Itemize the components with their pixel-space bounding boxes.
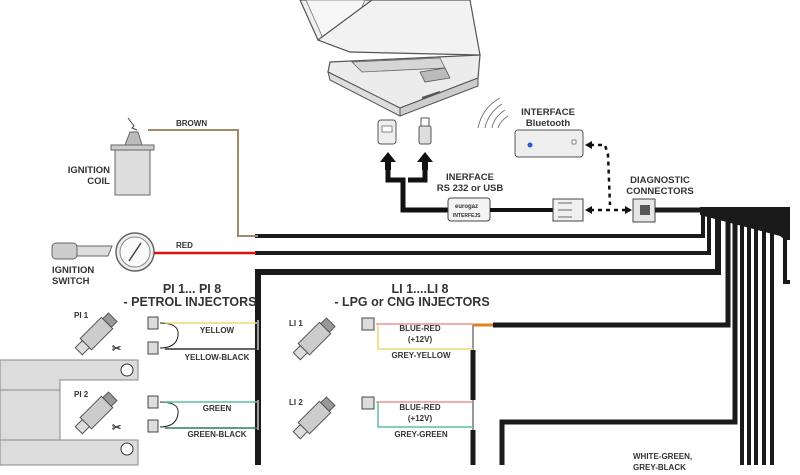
ignition-coil-icon bbox=[110, 117, 155, 196]
svg-text:WHITE-GREEN,: WHITE-GREEN, bbox=[633, 452, 692, 461]
wireless-signal-icon bbox=[477, 97, 509, 129]
svg-text:INERFACE: INERFACE bbox=[446, 172, 494, 183]
scissors-icon: ✂ bbox=[112, 422, 121, 434]
petrol-injector-1: PI 1 YELLOW YELLOW-BLACK ✂ bbox=[74, 311, 258, 377]
svg-text:PI 1: PI 1 bbox=[74, 311, 89, 320]
svg-text:INTERFACE: INTERFACE bbox=[521, 107, 575, 118]
diagnostic-connector-icon bbox=[632, 198, 656, 223]
scissors-icon: ✂ bbox=[112, 343, 121, 355]
usb-connector-icon bbox=[418, 117, 432, 145]
svg-text:- LPG or CNG INJECTORS: - LPG or CNG INJECTORS bbox=[334, 295, 489, 309]
svg-text:BLUE-RED: BLUE-RED bbox=[399, 403, 441, 412]
svg-text:GREEN: GREEN bbox=[203, 404, 232, 413]
svg-text:SWITCH: SWITCH bbox=[52, 276, 90, 287]
svg-text:GREY-BLACK: GREY-BLACK bbox=[633, 463, 686, 472]
rs232-interface-box: eurogaz INTERFEJS bbox=[447, 197, 491, 222]
svg-text:LI 2: LI 2 bbox=[289, 398, 303, 407]
ignition-key-icon bbox=[51, 242, 113, 260]
svg-text:GREEN-BLACK: GREEN-BLACK bbox=[187, 430, 246, 439]
rs232-cable bbox=[385, 170, 448, 213]
brown-wire bbox=[148, 129, 258, 237]
ignition-switch-icon bbox=[115, 232, 155, 272]
arrow-up-icon bbox=[380, 152, 433, 170]
svg-text:RS 232 or USB: RS 232 or USB bbox=[437, 183, 504, 194]
svg-text:BROWN: BROWN bbox=[176, 119, 207, 128]
svg-text:YELLOW-BLACK: YELLOW-BLACK bbox=[185, 353, 250, 362]
svg-text:INTERFEJS: INTERFEJS bbox=[453, 213, 481, 219]
lpg-injector-2: LI 2 BLUE-RED (+12V) GREY-GREEN bbox=[289, 396, 473, 440]
svg-text:PI 2: PI 2 bbox=[74, 390, 89, 399]
svg-text:(+12V): (+12V) bbox=[408, 335, 433, 344]
injector-icon bbox=[292, 396, 336, 440]
svg-text:IGNITION: IGNITION bbox=[68, 165, 110, 176]
svg-text:- PETROL INJECTORS: - PETROL INJECTORS bbox=[124, 295, 257, 309]
cable-connector-icon bbox=[552, 198, 584, 222]
svg-text:GREY-YELLOW: GREY-YELLOW bbox=[391, 351, 451, 360]
svg-text:Bluetooth: Bluetooth bbox=[526, 118, 571, 129]
svg-text:LI 1....LI 8: LI 1....LI 8 bbox=[392, 282, 449, 296]
svg-text:YELLOW: YELLOW bbox=[200, 326, 235, 335]
serial-connector-icon bbox=[377, 119, 397, 145]
svg-text:LI 1: LI 1 bbox=[289, 319, 303, 328]
ecu-body bbox=[0, 359, 139, 466]
svg-text:RED: RED bbox=[176, 241, 193, 250]
svg-text:eurogaz: eurogaz bbox=[455, 204, 478, 210]
laptop-icon bbox=[299, 0, 481, 117]
wiring-harness bbox=[255, 207, 790, 465]
transistor-icon bbox=[120, 363, 134, 377]
injector-icon bbox=[74, 312, 118, 356]
plug-icon bbox=[147, 316, 159, 330]
transistor-icon bbox=[120, 442, 134, 456]
injector-icon bbox=[292, 317, 336, 361]
svg-text:IGNITION: IGNITION bbox=[52, 265, 94, 276]
injector-icon bbox=[74, 391, 118, 435]
svg-text:DIAGNOSTIC: DIAGNOSTIC bbox=[630, 175, 690, 186]
svg-text:PI 1... PI 8: PI 1... PI 8 bbox=[163, 282, 221, 296]
petrol-injector-2: PI 2 GREEN GREEN-BLACK ✂ bbox=[74, 390, 258, 456]
svg-text:COIL: COIL bbox=[87, 176, 110, 187]
svg-text:CONNECTORS: CONNECTORS bbox=[626, 186, 693, 197]
svg-text:BLUE-RED: BLUE-RED bbox=[399, 324, 441, 333]
bluetooth-interface-box bbox=[514, 129, 584, 158]
svg-text:(+12V): (+12V) bbox=[408, 414, 433, 423]
lpg-injector-1: LI 1 BLUE-RED (+12V) GREY-YELLOW bbox=[289, 317, 473, 361]
svg-text:GREY-GREEN: GREY-GREEN bbox=[394, 430, 448, 439]
